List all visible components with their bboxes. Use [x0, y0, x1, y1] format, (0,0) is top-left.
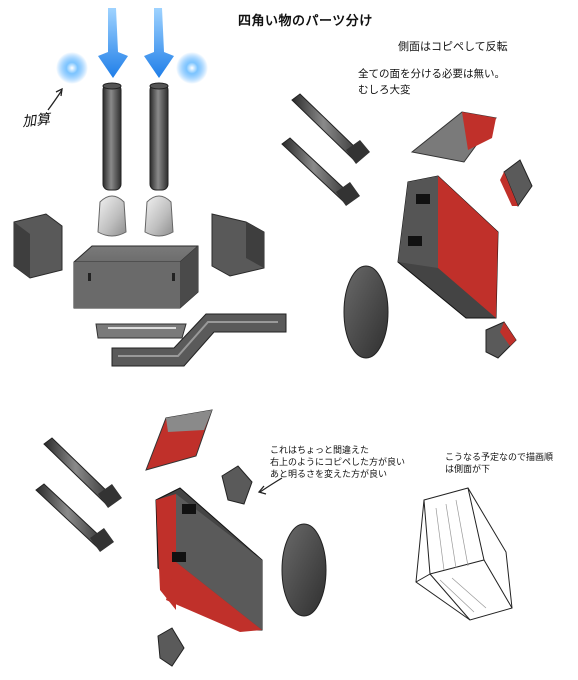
- wireframe-sketch: [415, 487, 513, 621]
- glow-effect-left: [56, 52, 88, 84]
- note-split-faces: 全ての面を分ける必要は無い。 むしろ大変: [358, 66, 505, 98]
- diagonal-pipe-b: [281, 137, 360, 206]
- diagonal-pipe-c: [43, 437, 122, 508]
- diagonal-pipe-a: [291, 93, 370, 164]
- beam-arrow-left: [98, 8, 128, 78]
- small-block-bottom: [157, 627, 185, 667]
- note-mistake-line-3: あと明るさを変えた方が良い: [270, 470, 388, 480]
- red-panel-bottom: [145, 409, 213, 471]
- vertical-pipe-left: [102, 82, 122, 191]
- note-copy-flip: 側面はコピペして反転: [398, 40, 508, 53]
- glow-effect-right: [176, 52, 208, 84]
- page-title: 四角い物のパーツ分け: [238, 14, 373, 29]
- red-panel-top: [410, 111, 497, 163]
- flat-strip-part: [95, 323, 187, 339]
- note-split-line-1: 全ての面を分ける必要は無い。: [358, 68, 505, 80]
- note-order-line-1: こうなる予定なので描画順: [445, 453, 554, 463]
- note-mistake-line-2: 右上のようにコピペした方が良い: [270, 458, 406, 468]
- note-mistake-line-1: これはちょっと間違えた: [270, 446, 370, 456]
- note-handwritten-add: 加算: [21, 111, 51, 131]
- small-block-middle: [221, 465, 253, 505]
- silver-cap-left: [97, 195, 127, 237]
- silver-cap-right: [144, 195, 174, 237]
- note-mistake: これはちょっと間違えた 右上のようにコピペした方が良い あと明るさを変えた方が良…: [270, 445, 405, 481]
- main-box-red: [397, 175, 499, 319]
- side-block-left: [13, 213, 63, 279]
- round-disk-top: [343, 265, 389, 359]
- round-disk-bottom: [281, 523, 327, 617]
- note-order-line-2: は側面が下: [445, 465, 491, 475]
- small-block-right-bottom: [485, 321, 517, 359]
- handwritten-arrow: [47, 87, 63, 111]
- main-box-bottom: [155, 487, 263, 632]
- side-block-right: [211, 213, 265, 277]
- main-box-part: [73, 245, 199, 309]
- curved-arrow: [257, 477, 283, 495]
- note-draw-order: こうなる予定なので描画順 は側面が下: [445, 452, 553, 476]
- beam-arrow-right: [144, 8, 174, 78]
- note-split-line-2: むしろ大変: [358, 84, 411, 96]
- small-block-right-top: [500, 159, 533, 208]
- vertical-pipe-right: [149, 82, 169, 191]
- diagonal-pipe-d: [35, 483, 114, 552]
- bent-rail-part: [111, 313, 287, 367]
